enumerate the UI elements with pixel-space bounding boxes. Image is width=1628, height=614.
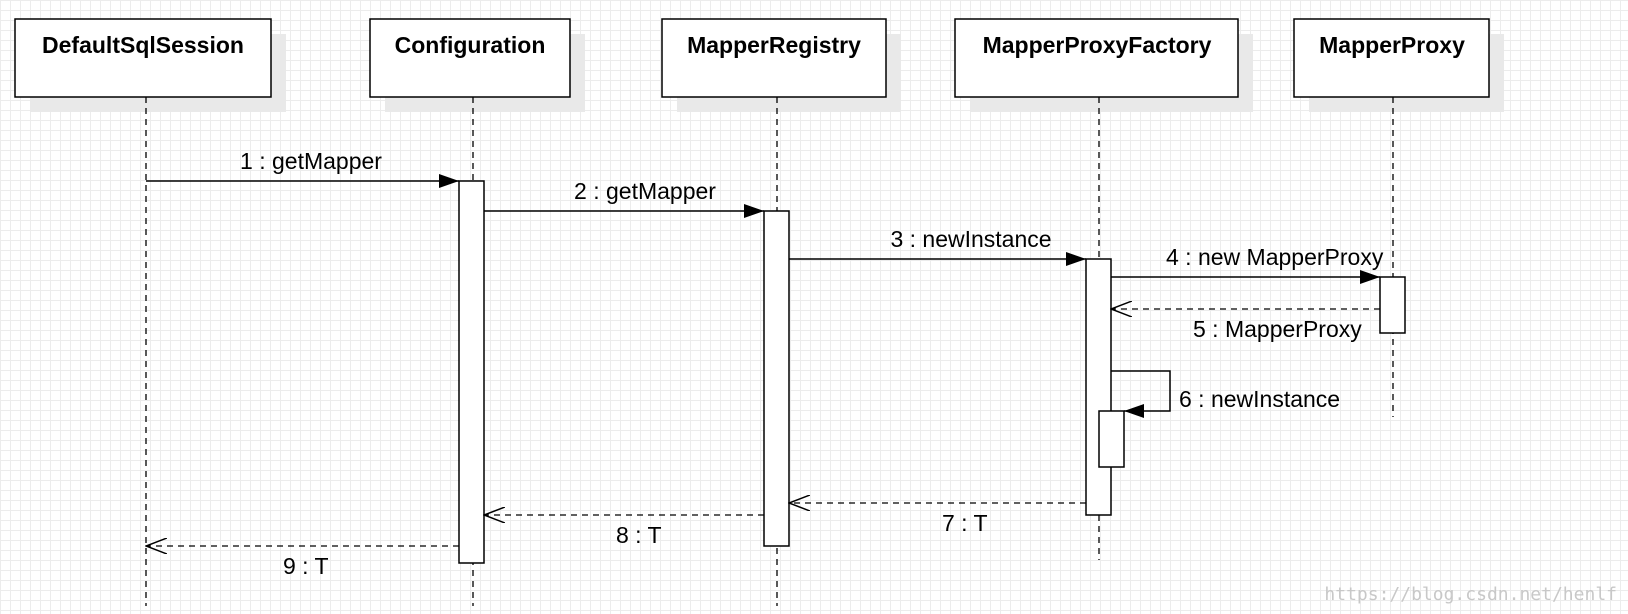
participant-name: Configuration: [395, 32, 546, 58]
message-5-label: 5 : MapperProxy: [1193, 316, 1362, 342]
activation-mapperregistry: [763, 210, 790, 547]
participant-defaultsqlsession: DefaultSqlSession: [14, 18, 286, 112]
message-6-arrow: [1111, 370, 1171, 418]
participant-name: MapperRegistry: [687, 32, 861, 58]
message-7-label: 7 : T: [942, 510, 988, 536]
participant-mapperregistry: MapperRegistry: [661, 18, 901, 112]
participant-name: DefaultSqlSession: [42, 32, 244, 58]
participant-name: MapperProxy: [1319, 32, 1465, 58]
participant-mapperproxyfactory: MapperProxyFactory: [954, 18, 1253, 112]
activation-mapperproxy: [1379, 276, 1406, 334]
message-6-label: 6 : newInstance: [1179, 386, 1340, 412]
participant-mapperproxy: MapperProxy: [1293, 18, 1504, 112]
message-2-label: 2 : getMapper: [574, 178, 716, 204]
participant-name: MapperProxyFactory: [983, 32, 1212, 58]
message-9-label: 9 : T: [283, 553, 329, 579]
message-4-label: 4 : new MapperProxy: [1166, 244, 1384, 270]
activation-mapperproxyfactory-nested: [1098, 410, 1125, 468]
activation-mapperproxyfactory: [1085, 258, 1112, 516]
watermark: https://blog.csdn.net/henlf: [1324, 584, 1617, 605]
message-3-label: 3 : newInstance: [890, 226, 1051, 252]
activation-configuration: [458, 180, 485, 564]
participant-configuration: Configuration: [369, 18, 585, 112]
message-1-label: 1 : getMapper: [240, 148, 382, 174]
message-8-label: 8 : T: [616, 522, 662, 548]
